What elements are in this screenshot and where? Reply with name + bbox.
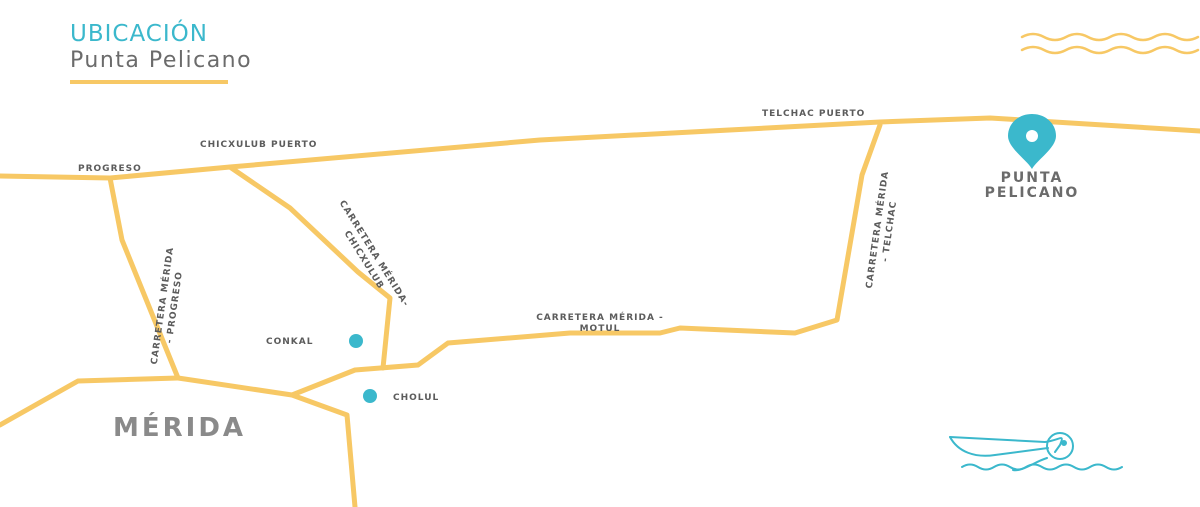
svg-text:CARRETERA MÉRIDA-: CARRETERA MÉRIDA-: [337, 198, 413, 309]
conkal-dot-icon: [349, 334, 363, 348]
location-label: UBICACIÓN: [70, 21, 208, 47]
label-cholul: CHOLUL: [393, 393, 439, 403]
road-merida-motul: [289, 122, 883, 398]
label-telchac-puerto: TELCHAC PUERTO: [762, 109, 865, 119]
label-merida: MÉRIDA: [113, 411, 246, 443]
roads: [0, 115, 1200, 507]
label-punta-pelicano-line1: PUNTA: [1001, 170, 1064, 186]
road-merida-chicxulub: [227, 164, 393, 371]
cholul-dot-icon: [363, 389, 377, 403]
map-header: UBICACIÓN Punta Pelicano: [70, 20, 252, 84]
label-road-merida-telchac: CARRETERA MÉRIDA - TELCHAC: [863, 170, 899, 289]
road-merida-west: [0, 375, 181, 428]
road-merida-ring: [175, 375, 358, 507]
svg-text:MOTUL: MOTUL: [580, 324, 621, 334]
road-merida-progreso: [107, 175, 181, 381]
map-labels: PROGRESO CHICXULUB PUERTO TELCHAC PUERTO…: [78, 109, 1080, 443]
pelican-icon: [949, 432, 1123, 472]
label-road-merida-motul: CARRETERA MÉRIDA - MOTUL: [536, 311, 664, 334]
label-chicxulub-puerto: CHICXULUB PUERTO: [200, 140, 317, 150]
waves-icon: [1020, 32, 1200, 55]
label-progreso: PROGRESO: [78, 164, 142, 174]
label-conkal: CONKAL: [266, 337, 313, 347]
title-underline: [70, 80, 228, 84]
svg-text:CARRETERA MÉRIDA -: CARRETERA MÉRIDA -: [536, 311, 664, 323]
location-pin-icon: [1008, 114, 1056, 169]
label-punta-pelicano-line2: PELICANO: [985, 185, 1080, 201]
location-title: Punta Pelicano: [70, 48, 253, 73]
